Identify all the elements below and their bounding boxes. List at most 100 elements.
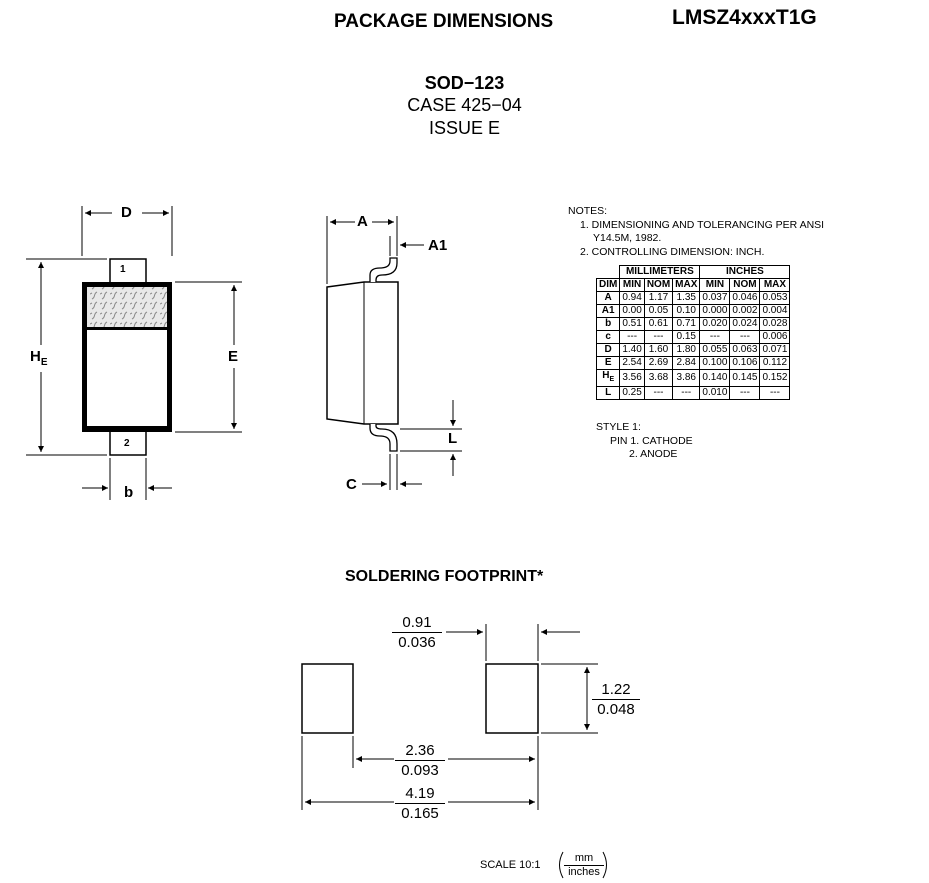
- part-number: LMSZ4xxxT1G: [672, 6, 817, 29]
- table-cell: 3.56: [619, 369, 645, 387]
- table-cell: ---: [643, 330, 674, 344]
- dimensions-table: MILLIMETERS INCHES DIM MIN NOM MAX MIN N…: [595, 265, 791, 400]
- col-header: MAX: [672, 278, 701, 292]
- scale-label: SCALE 10:1: [480, 859, 541, 871]
- scale-units: mm inches: [564, 852, 604, 879]
- dim-height: 1.22 0.048: [592, 680, 640, 719]
- table-cell: 0.94: [619, 291, 645, 305]
- table-cell: 0.05: [643, 304, 674, 318]
- body-profile: [326, 281, 399, 425]
- table-cell: 0.055: [699, 343, 731, 357]
- dim-gap-mm: 0.91: [392, 613, 442, 633]
- table-cell: 0.010: [699, 386, 731, 400]
- table-cell: 1.17: [643, 291, 674, 305]
- table-cell: 0.100: [699, 356, 731, 370]
- row-dim: E: [595, 356, 621, 370]
- side-view: [326, 216, 462, 490]
- table-cell: 0.046: [729, 291, 761, 305]
- table-cell: 3.86: [672, 369, 701, 387]
- scale-unit-inches: inches: [568, 866, 600, 878]
- dim-label-he: HE: [30, 348, 48, 368]
- notes-block: NOTES: 1. DIMENSIONING AND TOLERANCING P…: [568, 205, 824, 259]
- group-header-inches: INCHES: [699, 265, 791, 279]
- scale-unit-mm: mm: [564, 852, 604, 866]
- table-cell: ---: [729, 386, 761, 400]
- table-cell: ---: [699, 330, 731, 344]
- table-cell: 2.54: [619, 356, 645, 370]
- table-cell: 0.140: [699, 369, 731, 387]
- package-name: SOD−123: [424, 73, 505, 93]
- table-cell: 0.106: [729, 356, 761, 370]
- dim-inner-mm: 2.36: [395, 741, 445, 761]
- table-cell: 0.10: [672, 304, 701, 318]
- table-cell: 2.84: [672, 356, 701, 370]
- note-line: Y14.5M, 1982.: [593, 232, 662, 244]
- style-pin1: PIN 1. CATHODE: [610, 434, 693, 447]
- dim-outer-mm: 4.19: [395, 784, 445, 804]
- table-cell: 0.51: [619, 317, 645, 331]
- row-dim: b: [595, 317, 621, 331]
- row-dim: A1: [595, 304, 621, 318]
- table-cell: 0.00: [619, 304, 645, 318]
- table-cell: 0.112: [759, 356, 791, 370]
- dim-height-in: 0.048: [597, 701, 635, 718]
- dim-label-a: A: [357, 213, 368, 230]
- table-cell: 0.15: [672, 330, 701, 344]
- dim-outer: 4.19 0.165: [395, 784, 445, 823]
- style-heading: STYLE 1:: [596, 421, 641, 433]
- table-cell: 1.80: [672, 343, 701, 357]
- package-case: CASE 425−04: [407, 95, 522, 115]
- dim-inner-in: 0.093: [401, 762, 439, 779]
- table-cell: ---: [672, 386, 701, 400]
- table-cell: 0.002: [729, 304, 761, 318]
- top-view: [26, 206, 242, 500]
- table-row: c------0.15------0.006: [595, 330, 791, 344]
- dim-inner: 2.36 0.093: [395, 741, 445, 780]
- dim-gap-in: 0.036: [398, 634, 436, 651]
- table-cell: 1.60: [643, 343, 674, 357]
- right-pad: [485, 663, 539, 734]
- col-header: MIN: [619, 278, 645, 292]
- dim-label-a1: A1: [428, 237, 448, 254]
- dim-label-l: L: [448, 430, 458, 447]
- table-cell: ---: [759, 386, 791, 400]
- table-cell: 0.000: [699, 304, 731, 318]
- col-header: MAX: [759, 278, 791, 292]
- table-cell: 0.006: [759, 330, 791, 344]
- pin2-lead: [109, 430, 147, 456]
- style-block: STYLE 1: PIN 1. CATHODE 2. ANODE: [596, 421, 693, 462]
- table-cell: 0.020: [699, 317, 731, 331]
- table-cell: 2.69: [643, 356, 674, 370]
- lower-lead: [369, 424, 398, 452]
- left-pad: [301, 663, 354, 734]
- dim-label-c: C: [346, 476, 357, 493]
- upper-lead: [369, 257, 398, 282]
- page-title: PACKAGE DIMENSIONS: [334, 11, 554, 32]
- note-line: 1. DIMENSIONING AND TOLERANCING PER ANSI: [580, 218, 825, 231]
- table-cell: 1.40: [619, 343, 645, 357]
- table-cell: 0.028: [759, 317, 791, 331]
- row-dim: D: [595, 343, 621, 357]
- notes-heading: NOTES:: [568, 205, 608, 217]
- table-cell: 0.145: [729, 369, 761, 387]
- table-cell: 0.053: [759, 291, 791, 305]
- table-cell: ---: [729, 330, 761, 344]
- col-header: MIN: [699, 278, 731, 292]
- body-face: [87, 330, 167, 426]
- package-issue: ISSUE E: [428, 118, 501, 138]
- table-cell: 0.071: [759, 343, 791, 357]
- footprint-title: SOLDERING FOOTPRINT*: [345, 568, 544, 585]
- group-header-mm: MILLIMETERS: [619, 265, 701, 279]
- dim-label-b: b: [124, 484, 134, 501]
- col-header: NOM: [729, 278, 761, 292]
- table-cell: 0.25: [619, 386, 645, 400]
- col-header: NOM: [643, 278, 674, 292]
- table-cell: 0.61: [643, 317, 674, 331]
- table-cell: 1.35: [672, 291, 701, 305]
